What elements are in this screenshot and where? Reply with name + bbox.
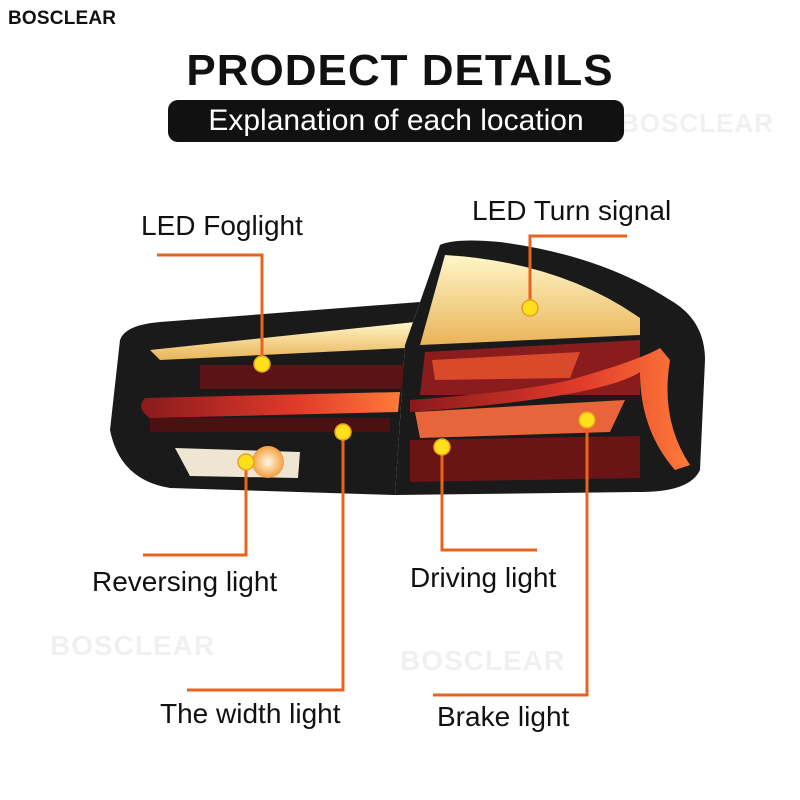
right-lamp-c-tube: [410, 348, 690, 470]
leader-line-width: [187, 432, 345, 692]
label-brake-light: Brake light: [437, 701, 570, 732]
subtitle-text: Explanation of each location: [208, 104, 584, 137]
right-lamp-led-strip-upper: [432, 352, 580, 380]
marker-turn-signal: [521, 299, 539, 317]
right-lamp-led-strip-lower: [415, 400, 625, 438]
label-width-light: The width light: [160, 698, 341, 729]
subtitle-pill: [168, 100, 624, 142]
watermark: BOSCLEAR: [620, 108, 774, 138]
left-lamp-red-band-upper: [200, 365, 405, 389]
leader-line-foglight: [157, 253, 264, 362]
watermark: BOSCLEAR: [50, 630, 216, 661]
marker-width: [334, 423, 352, 441]
label-led-foglight: LED Foglight: [141, 210, 303, 241]
marker-driving: [433, 438, 451, 456]
marker-foglight: [253, 355, 271, 373]
right-lamp-red-lower: [410, 436, 640, 482]
leader-line-turn-signal: [528, 234, 627, 307]
brand-logo-text: BOSCLEAR: [8, 8, 117, 29]
left-lamp-amber-strip: [150, 322, 415, 360]
location-markers: [237, 299, 596, 471]
watermark: BOSCLEAR: [400, 645, 566, 676]
leader-line-brake: [433, 420, 589, 697]
label-reversing-light: Reversing light: [92, 566, 278, 597]
label-driving-light: Driving light: [410, 562, 557, 593]
reversing-lamp-glow: [252, 446, 284, 478]
leader-line-driving: [440, 447, 537, 552]
marker-reversing: [237, 453, 255, 471]
marker-brake: [578, 411, 596, 429]
leader-line-reversing: [143, 462, 248, 557]
page-title: PRODECT DETAILS: [186, 46, 614, 95]
leader-lines: [143, 234, 627, 697]
left-lamp-red-tube-lower: [150, 418, 390, 432]
label-led-turn-signal: LED Turn signal: [472, 195, 672, 226]
left-lamp-red-tube: [141, 392, 400, 418]
